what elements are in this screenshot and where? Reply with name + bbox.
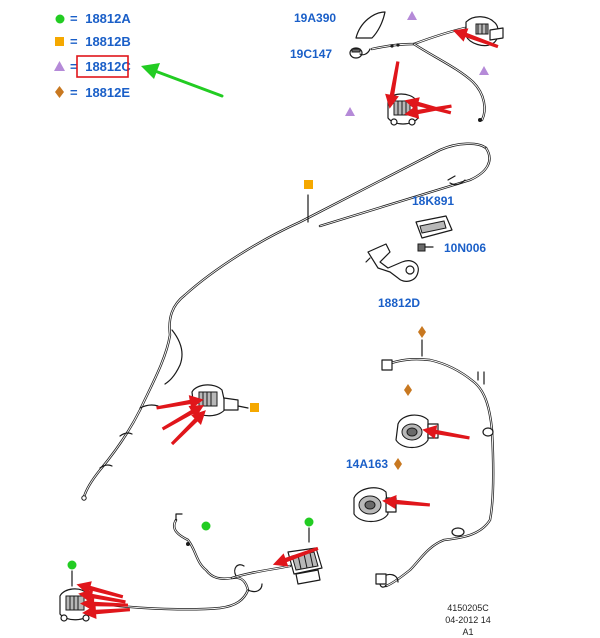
sensor-cover-part [355, 11, 386, 39]
legend-separator: = [70, 11, 78, 26]
legend-item-c: = 18812C [54, 55, 131, 78]
footer: 4150205C 04-2012 14 A1 [445, 603, 491, 637]
purple-triangle-icon [54, 61, 65, 71]
orange-square-icon [250, 403, 259, 412]
part-label: 10N006 [444, 241, 486, 255]
svg-text:= 18812E: = 18812E [70, 85, 130, 100]
sensor-part [395, 414, 439, 449]
figure-revision: A1 [462, 627, 473, 637]
green-circle-icon [67, 560, 77, 570]
green-circle-icon [201, 521, 211, 531]
svg-text:= 18812A: = 18812A [70, 11, 131, 26]
legend-code: 18812A [85, 11, 131, 26]
figure-date: 04-2012 14 [445, 615, 491, 625]
highlight-box [76, 55, 129, 78]
sensor-14a163-part [353, 487, 397, 523]
purple-triangle-icon [479, 66, 489, 75]
part-label: 19A390 [294, 11, 336, 25]
right-lower-cluster: 14A163 [346, 326, 495, 588]
brown-diamond-icon [55, 86, 64, 98]
orange-square-icon [55, 37, 64, 46]
brown-diamond-icon [418, 326, 426, 338]
brown-diamond-icon [404, 384, 412, 396]
door-connector-part [465, 16, 504, 47]
legend-separator: = [70, 34, 78, 49]
part-label: 18812D [378, 296, 420, 310]
legend-separator: = [70, 85, 78, 100]
green-circle-icon [304, 517, 314, 527]
purple-triangle-icon [407, 11, 417, 20]
orange-square-icon [304, 180, 313, 189]
small-connector-part [349, 47, 363, 59]
part-label: 18K891 [412, 194, 454, 208]
bracket-part [365, 243, 419, 282]
green-pointer-arrow-icon [141, 63, 224, 98]
legend-item-b: = 18812B [55, 34, 131, 49]
figure-code: 4150205C [447, 603, 489, 613]
svg-text:= 18812B: = 18812B [70, 34, 131, 49]
legend-item-e: = 18812E [55, 85, 130, 100]
purple-triangle-icon [345, 107, 355, 116]
screw-part [417, 243, 434, 252]
green-circle-icon [55, 14, 65, 24]
top-cluster: 19A390 19C147 [290, 11, 504, 126]
svg-text:= 18812C: = 18812C [70, 59, 131, 74]
bottom-cluster [59, 513, 323, 622]
legend-code: 18812E [85, 85, 130, 100]
part-label: 19C147 [290, 47, 332, 61]
brown-diamond-icon [394, 458, 402, 470]
legend: = 18812A = 18812B = 18812C = 18812E [54, 11, 224, 100]
legend-separator: = [70, 59, 78, 74]
part-label: 14A163 [346, 457, 388, 471]
right-middle-cluster: 18K891 10N006 18812D [365, 194, 486, 310]
module-part [415, 215, 453, 239]
legend-code: 18812B [85, 34, 131, 49]
main-harness [81, 142, 491, 501]
legend-code: 18812C [85, 59, 131, 74]
legend-item-a: = 18812A [55, 11, 131, 26]
